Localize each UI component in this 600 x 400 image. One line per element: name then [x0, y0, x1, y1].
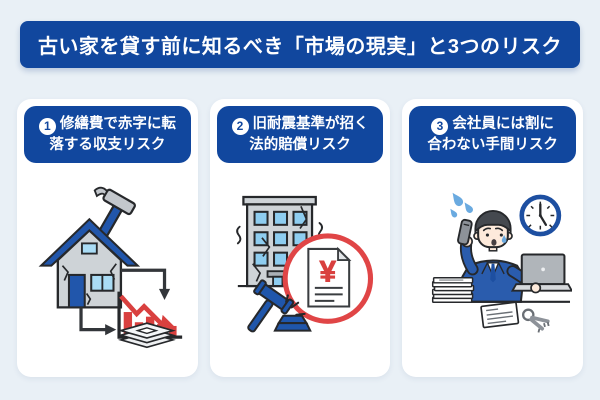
stressed-worker-icon: [456, 209, 572, 303]
yen-symbol: ¥: [320, 255, 337, 288]
risk-3-title-line1: 会社員には割に: [452, 116, 554, 132]
folded-corner: [337, 246, 352, 261]
page-title: 古い家を貸す前に知るべき「市場の現実」と3つのリスク: [37, 36, 563, 58]
worried-eyebrows: [482, 226, 503, 231]
sound-block: [276, 314, 309, 324]
money-stack-icon: [118, 321, 177, 348]
wall-crack: [62, 264, 70, 281]
wall-crack: [86, 292, 92, 305]
flow-arrow-down-right: [79, 306, 117, 335]
risk-1-illustration: [24, 163, 191, 371]
gable-window: [81, 241, 99, 255]
money-band: [135, 326, 159, 334]
sweat-drops-icon: [450, 192, 473, 217]
busy-worker-illustration: [431, 192, 572, 333]
page-title-banner: 古い家を貸す前に知るべき「市場の現実」と3つのリスク: [20, 21, 580, 68]
risk-2-title-line2: 法的賠償リスク: [249, 137, 351, 154]
gavel-icon: [247, 278, 312, 332]
phone-icon: [456, 218, 473, 245]
house-repair-loss-illustration: [38, 186, 183, 348]
wall-clock-icon: [519, 194, 561, 236]
risk-2-illustration: ¥: [217, 163, 384, 371]
wall-crack: [110, 262, 118, 280]
tie: [489, 263, 496, 282]
house-door: [68, 273, 87, 308]
flow-arrow-right-down: [121, 268, 171, 300]
building-crack: [252, 262, 262, 282]
house-roof: [38, 217, 141, 267]
damaged-house-icon: [38, 217, 141, 309]
risk-1-title-line2: 落する収支リスク: [49, 137, 166, 154]
building-crack: [299, 205, 308, 229]
document-icon: [479, 301, 519, 328]
hair: [474, 209, 512, 234]
declining-arrow: [119, 294, 164, 326]
hand: [529, 281, 541, 293]
open-mouth: [491, 238, 497, 246]
number-2-badge: 2: [231, 118, 249, 136]
impact-lines: [285, 293, 306, 316]
laptop-icon: [510, 253, 572, 292]
number-1-badge: 1: [38, 118, 56, 136]
raised-arm: [461, 240, 477, 274]
risk-3-illustration: [409, 163, 576, 371]
risk-3-title-line2: 合わない手間リスク: [427, 137, 558, 154]
shake-mark: [236, 225, 242, 244]
legal-liability-illustration: ¥: [236, 195, 374, 332]
number-3-badge: 3: [431, 118, 449, 136]
risk-2-title-line1: 旧耐震基準が招く: [252, 116, 369, 132]
building-crack: [261, 236, 271, 257]
tear-drop: [501, 234, 507, 243]
keys-icon: [521, 308, 550, 333]
compensation-document-icon: ¥: [307, 246, 352, 308]
paper-stack-icon: [431, 276, 474, 303]
risk-1-title-line1: 修繕費で赤字に転: [59, 116, 176, 132]
